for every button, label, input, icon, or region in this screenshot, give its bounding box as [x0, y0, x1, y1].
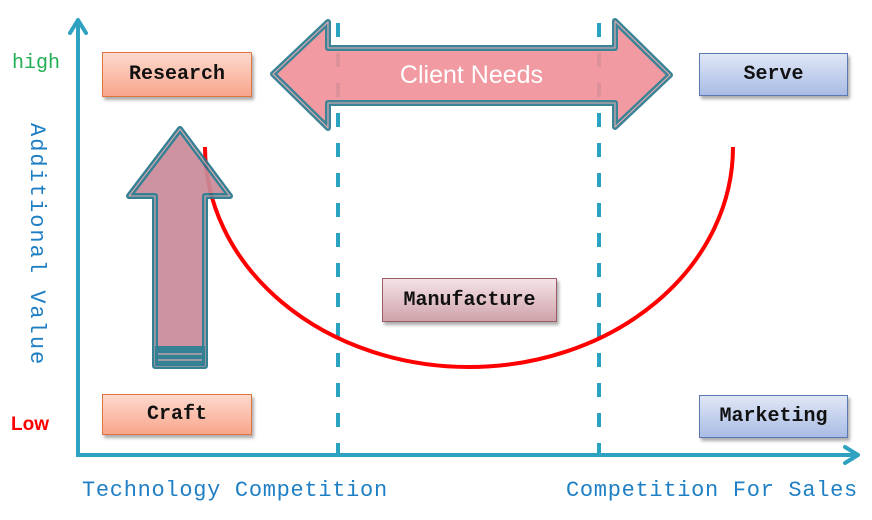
client-needs-arrow — [270, 18, 673, 131]
y-axis-arrowhead-icon — [68, 18, 88, 35]
y-axis-title: Additional Value — [24, 123, 49, 367]
y-axis — [68, 18, 88, 455]
value-up-arrow — [126, 126, 233, 369]
x-axis-arrowhead-icon — [843, 445, 860, 465]
stage-box-serve: Serve — [699, 53, 848, 96]
y-axis-high-label: high — [12, 52, 61, 75]
stage-box-manufacture: Manufacture — [382, 278, 557, 322]
y-axis-low-label: Low — [11, 414, 49, 435]
stage-label: Manufacture — [403, 288, 536, 312]
x-axis-right-label: Competition For Sales — [566, 478, 858, 503]
stage-box-craft: Craft — [102, 394, 252, 435]
stage-label: Marketing — [719, 405, 828, 428]
value-curve — [203, 146, 735, 369]
stage-box-marketing: Marketing — [699, 395, 848, 438]
stage-label: Research — [128, 63, 225, 86]
stage-label: Craft — [146, 403, 207, 426]
stage-label: Serve — [743, 63, 804, 86]
client-needs-label: Client Needs — [399, 61, 544, 89]
stage-box-research: Research — [102, 52, 252, 97]
x-axis — [76, 445, 860, 465]
x-axis-left-label: Technology Competition — [82, 478, 388, 503]
